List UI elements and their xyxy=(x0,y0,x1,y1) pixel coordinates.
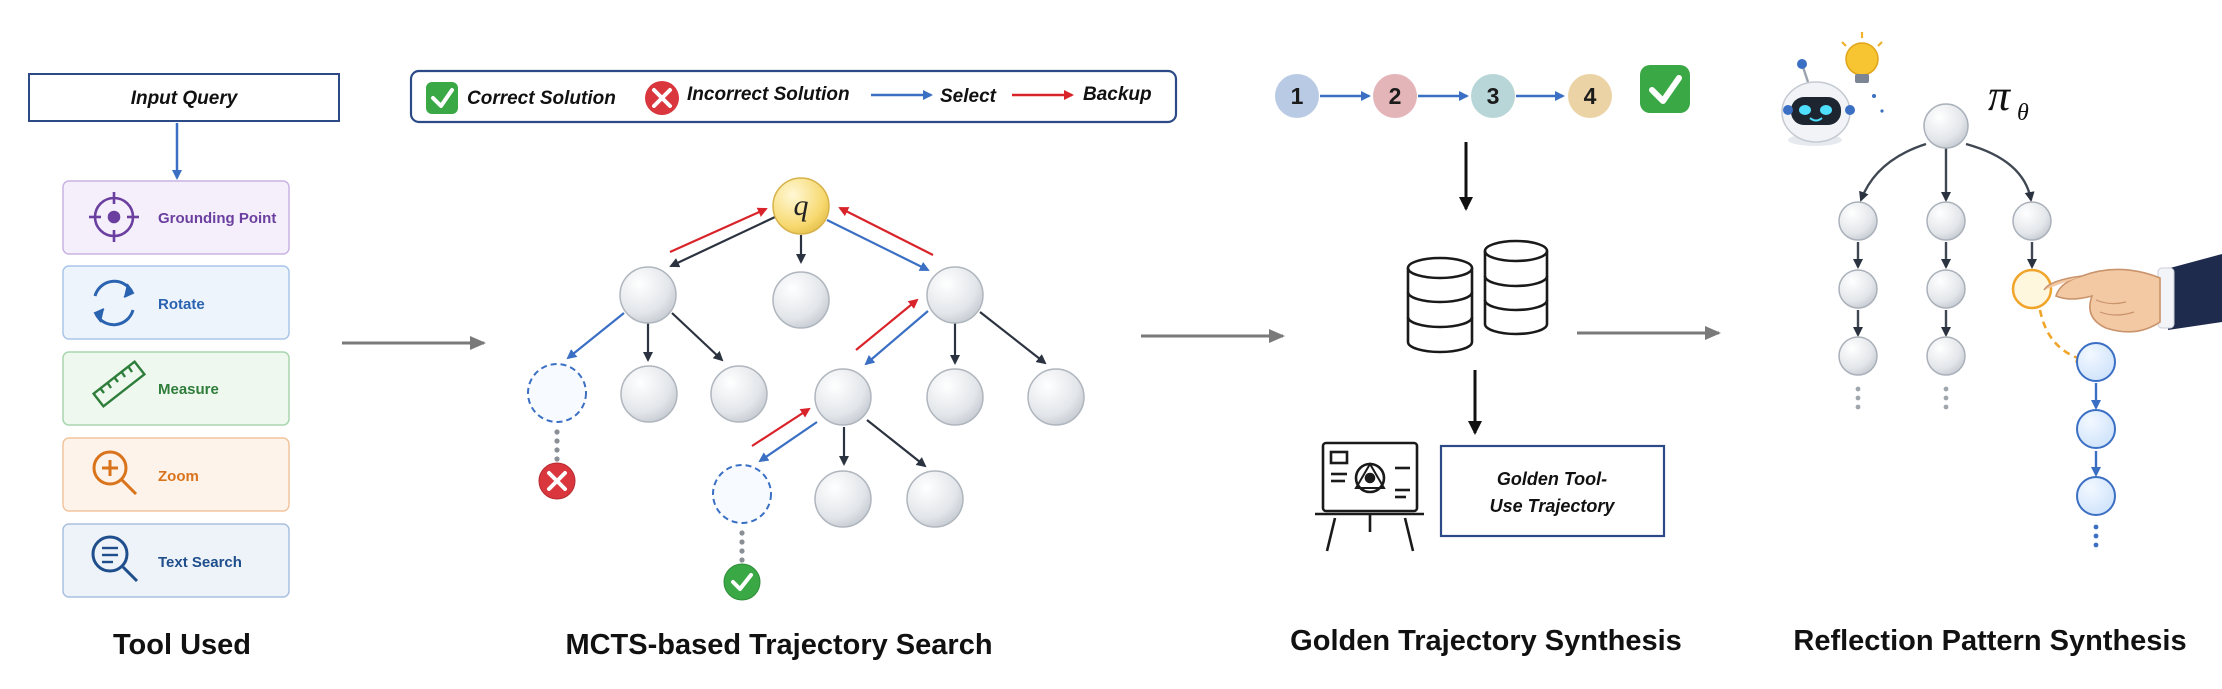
mcts-node xyxy=(620,365,678,423)
step-label: 3 xyxy=(1487,83,1500,109)
hand-icon xyxy=(2043,254,2222,333)
reflection-dashed-edge xyxy=(2038,309,2086,363)
legend: Correct Solution Incorrect Solution Sele… xyxy=(409,69,1178,124)
input-query-label: Input Query xyxy=(131,88,239,109)
section-title-reflection: Reflection Pattern Synthesis xyxy=(1793,625,2186,657)
tool-card-measure[interactable]: Measure xyxy=(62,351,290,426)
tree-nodes xyxy=(527,177,1085,528)
golden-trajectory-box xyxy=(1439,444,1666,538)
legend-correct-label: Correct Solution xyxy=(467,88,616,109)
tool-card-bg xyxy=(62,351,290,426)
mcts-node xyxy=(814,470,872,528)
legend-incorrect-label: Incorrect Solution xyxy=(687,84,850,105)
step-sequence: 1 2 3 4 xyxy=(1275,65,1690,118)
step-label: 4 xyxy=(1584,83,1597,109)
reflection-blue-node xyxy=(2076,342,2116,382)
section-title-golden: Golden Trajectory Synthesis xyxy=(1290,625,1682,657)
mcts-node xyxy=(772,271,830,329)
tool-card-zoom[interactable]: Zoom xyxy=(62,437,290,512)
tree-edges xyxy=(566,207,1047,468)
tool-label: Grounding Point xyxy=(158,210,276,227)
tool-card-rotate[interactable]: Rotate xyxy=(62,265,290,340)
database-icon xyxy=(1406,239,1549,354)
reflection-nodes xyxy=(1838,103,2116,516)
section-title-mcts: MCTS-based Trajectory Search xyxy=(565,629,992,661)
mcts-section: Correct Solution Incorrect Solution Sele… xyxy=(409,69,1178,661)
step-node xyxy=(1275,74,1319,118)
mcts-node xyxy=(1027,368,1085,426)
step-node xyxy=(1568,74,1612,118)
tool-label: Text Search xyxy=(158,554,242,571)
mcts-root-node xyxy=(772,177,830,235)
reflection-blue-node xyxy=(2076,476,2116,516)
reflection-node xyxy=(1926,269,1966,309)
correct-check-icon xyxy=(1640,65,1690,113)
reflection-node xyxy=(1838,201,1878,241)
mcts-node xyxy=(814,368,872,426)
crosshair-icon xyxy=(89,192,139,242)
lightbulb-icon xyxy=(1841,32,1884,113)
step-node xyxy=(1471,74,1515,118)
dotted-continuation xyxy=(1855,386,2099,548)
golden-box-line1: Golden Tool- xyxy=(1497,469,1607,489)
tool-card-bg xyxy=(62,265,290,340)
mcts-node xyxy=(710,365,768,423)
ruler-icon xyxy=(91,360,147,408)
correct-check-icon xyxy=(723,563,761,601)
reflection-node xyxy=(1926,201,1966,241)
robot-icon xyxy=(1781,59,1855,146)
reflection-edges xyxy=(1853,142,2037,337)
tool-label: Rotate xyxy=(158,296,205,313)
input-query-box xyxy=(28,73,340,122)
legend-select-label: Select xyxy=(940,86,997,107)
reflection-section: π θ xyxy=(1781,32,2222,657)
tool-label: Zoom xyxy=(158,468,199,485)
zoom-icon xyxy=(92,450,138,496)
mcts-dashed-node xyxy=(712,464,772,524)
reflection-node xyxy=(1838,269,1878,309)
rotate-icon xyxy=(93,279,135,327)
presentation-board-icon xyxy=(1315,441,1424,552)
reflection-node xyxy=(1838,336,1878,376)
tool-card-bg xyxy=(62,523,290,598)
reflection-node xyxy=(1926,336,1966,376)
policy-root-node xyxy=(1923,103,1969,149)
step-label: 1 xyxy=(1291,83,1304,109)
incorrect-x-icon xyxy=(538,462,576,500)
reflection-highlight-node xyxy=(2011,268,2053,310)
mcts-node xyxy=(926,266,984,324)
text-search-icon xyxy=(91,535,139,583)
reflection-blue-node xyxy=(2076,409,2116,449)
mcts-dashed-node xyxy=(527,363,587,423)
section-title-tools: Tool Used xyxy=(113,629,251,661)
root-query-label: q xyxy=(794,189,809,222)
policy-subscript: θ xyxy=(2017,100,2029,126)
tools-section: Input Query Grounding Point R xyxy=(28,73,340,661)
tool-card-grounding-point[interactable]: Grounding Point xyxy=(62,180,290,255)
mcts-node xyxy=(906,470,964,528)
golden-box-line2: Use Trajectory xyxy=(1490,496,1616,516)
legend-box xyxy=(409,69,1178,124)
dotted-continuation xyxy=(554,429,745,563)
mcts-node xyxy=(926,368,984,426)
step-node xyxy=(1373,74,1417,118)
step-label: 2 xyxy=(1389,83,1402,109)
golden-section: 1 2 3 4 xyxy=(1275,65,1690,657)
tool-label: Measure xyxy=(158,381,219,398)
mcts-node xyxy=(619,266,677,324)
policy-symbol: π xyxy=(1988,71,2012,120)
legend-backup-label: Backup xyxy=(1083,84,1152,105)
correct-check-icon xyxy=(426,82,458,114)
incorrect-x-icon xyxy=(645,81,679,115)
reflection-node xyxy=(2012,201,2052,241)
tool-card-text-search[interactable]: Text Search xyxy=(62,523,290,598)
